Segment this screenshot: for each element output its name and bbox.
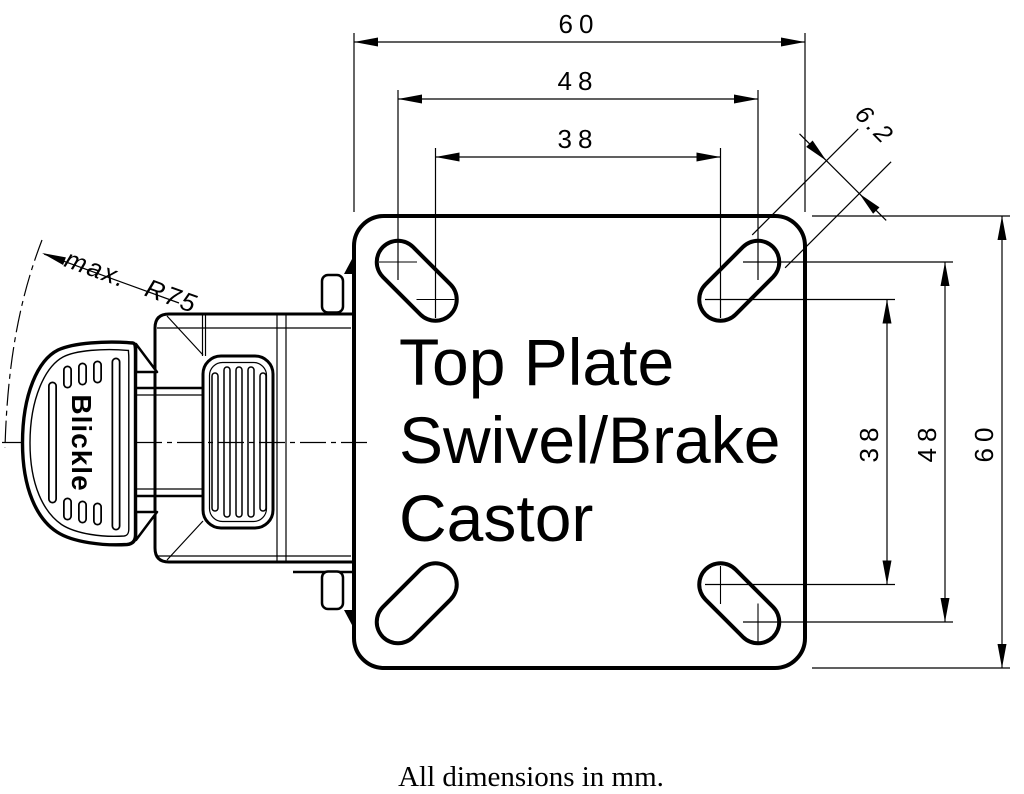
dim-value: 6.2 xyxy=(849,100,900,151)
dim-top-width-60: 60 xyxy=(354,9,805,47)
housing-outline xyxy=(153,312,352,564)
housing-chamfer-bottom xyxy=(166,520,204,561)
plate-label-line1: Top Plate xyxy=(399,325,674,399)
dim-value: 60 xyxy=(969,422,999,463)
dim-top-bolt-inner-38: 38 xyxy=(435,124,721,162)
pedal-grooves xyxy=(48,357,121,531)
dim-right-bolt-inner-38: 38 xyxy=(854,299,892,585)
dim-value: 38 xyxy=(854,422,884,463)
drawing-caption: All dimensions in mm. xyxy=(398,761,664,793)
dim-value: 48 xyxy=(558,66,599,96)
dim-pedal-swing-radius: max. R75 xyxy=(42,243,202,319)
dim-top-bolt-outer-48: 48 xyxy=(398,66,758,104)
plate-label-line3: Castor xyxy=(399,481,593,555)
dim-value: 48 xyxy=(912,422,942,463)
plate-label: Top Plate Swivel/Brake Castor xyxy=(399,325,780,555)
bolt-slots xyxy=(374,238,782,646)
centerlines xyxy=(2,239,368,449)
housing-chamfer-top xyxy=(166,315,204,356)
dim-value: 60 xyxy=(559,9,600,39)
extension-lines xyxy=(353,33,1010,669)
mounting-nut-bottom xyxy=(320,570,352,625)
brake-pedal: Blickle xyxy=(20,340,138,547)
dim-right-height-60: 60 xyxy=(969,216,1007,668)
plate-label-line2: Swivel/Brake xyxy=(399,403,780,477)
pedal-inner-outline xyxy=(29,348,130,538)
dim-right-bolt-outer-48: 48 xyxy=(912,262,950,622)
dim-value: 38 xyxy=(558,124,599,154)
pedal-swing-arc xyxy=(4,239,43,449)
radius-note: max. R75 xyxy=(61,243,202,319)
plan-view-top-plate: Top Plate Swivel/Brake Castor xyxy=(352,214,807,670)
mounting-nut-top xyxy=(320,259,352,314)
brand-label: Blickle xyxy=(66,394,97,491)
